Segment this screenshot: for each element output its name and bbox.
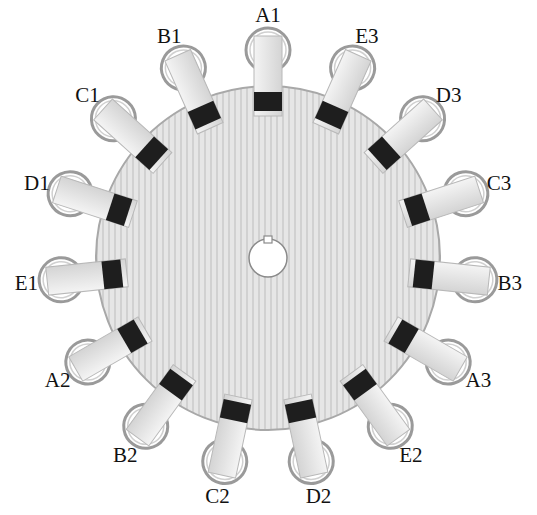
coil-label: C3: [487, 172, 512, 193]
coil-label: A3: [466, 369, 492, 390]
coil-label: C1: [75, 85, 100, 106]
coil-label: D3: [436, 85, 462, 106]
coil-label: D1: [24, 172, 50, 193]
coil-label: B2: [113, 444, 138, 465]
coil-label: E3: [355, 26, 378, 47]
coil-label: A1: [255, 5, 281, 26]
coil-label: E2: [399, 444, 422, 465]
coil-label: B3: [497, 273, 522, 294]
coil-label: D2: [306, 485, 332, 506]
coil-label: E1: [15, 273, 38, 294]
coil-label: C2: [205, 485, 230, 506]
coil-label: A2: [45, 369, 71, 390]
coil-label: B1: [157, 26, 182, 47]
